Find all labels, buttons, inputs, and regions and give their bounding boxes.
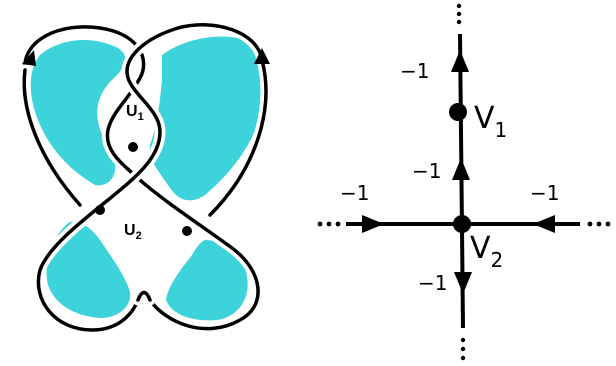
arrow-top-edge <box>451 50 469 72</box>
arrow-middle-edge <box>452 158 470 180</box>
vertex-label-v1: V1 <box>474 101 507 142</box>
weight-top: −1 <box>400 59 429 83</box>
weight-bottom: −1 <box>418 271 447 295</box>
knot-diagram: U1 U2 <box>18 19 272 336</box>
crossing-dot-left <box>95 205 105 215</box>
knot-strands <box>18 19 272 336</box>
arrow-right-edge <box>533 215 555 233</box>
graph-diagram: V1 V2 −1 −1 −1 −1 −1 <box>317 3 611 361</box>
dots-left <box>317 221 341 227</box>
crossing-dot-upper <box>128 142 138 152</box>
vertex-v1 <box>449 103 467 121</box>
region-top-left <box>30 39 126 186</box>
vertex-label-v2: V2 <box>470 231 503 272</box>
region-label-u1: U1 <box>126 103 144 123</box>
weight-middle: −1 <box>412 159 441 183</box>
dots-top <box>456 3 462 25</box>
arrow-left-edge <box>362 215 384 233</box>
region-bottom-left <box>46 221 131 318</box>
dots-right <box>587 221 611 227</box>
vertex-v2 <box>453 215 471 233</box>
knot-arrow-right <box>254 48 270 64</box>
weight-left: −1 <box>340 181 369 205</box>
arrow-bottom-edge <box>454 272 472 294</box>
region-label-u2: U2 <box>124 222 142 242</box>
region-bottom-right <box>166 240 248 321</box>
crossing-dot-right <box>182 226 192 236</box>
dots-bottom <box>460 337 466 361</box>
knot-arrow-left <box>22 50 36 66</box>
weight-right: −1 <box>530 181 559 205</box>
region-top-right <box>149 36 266 201</box>
